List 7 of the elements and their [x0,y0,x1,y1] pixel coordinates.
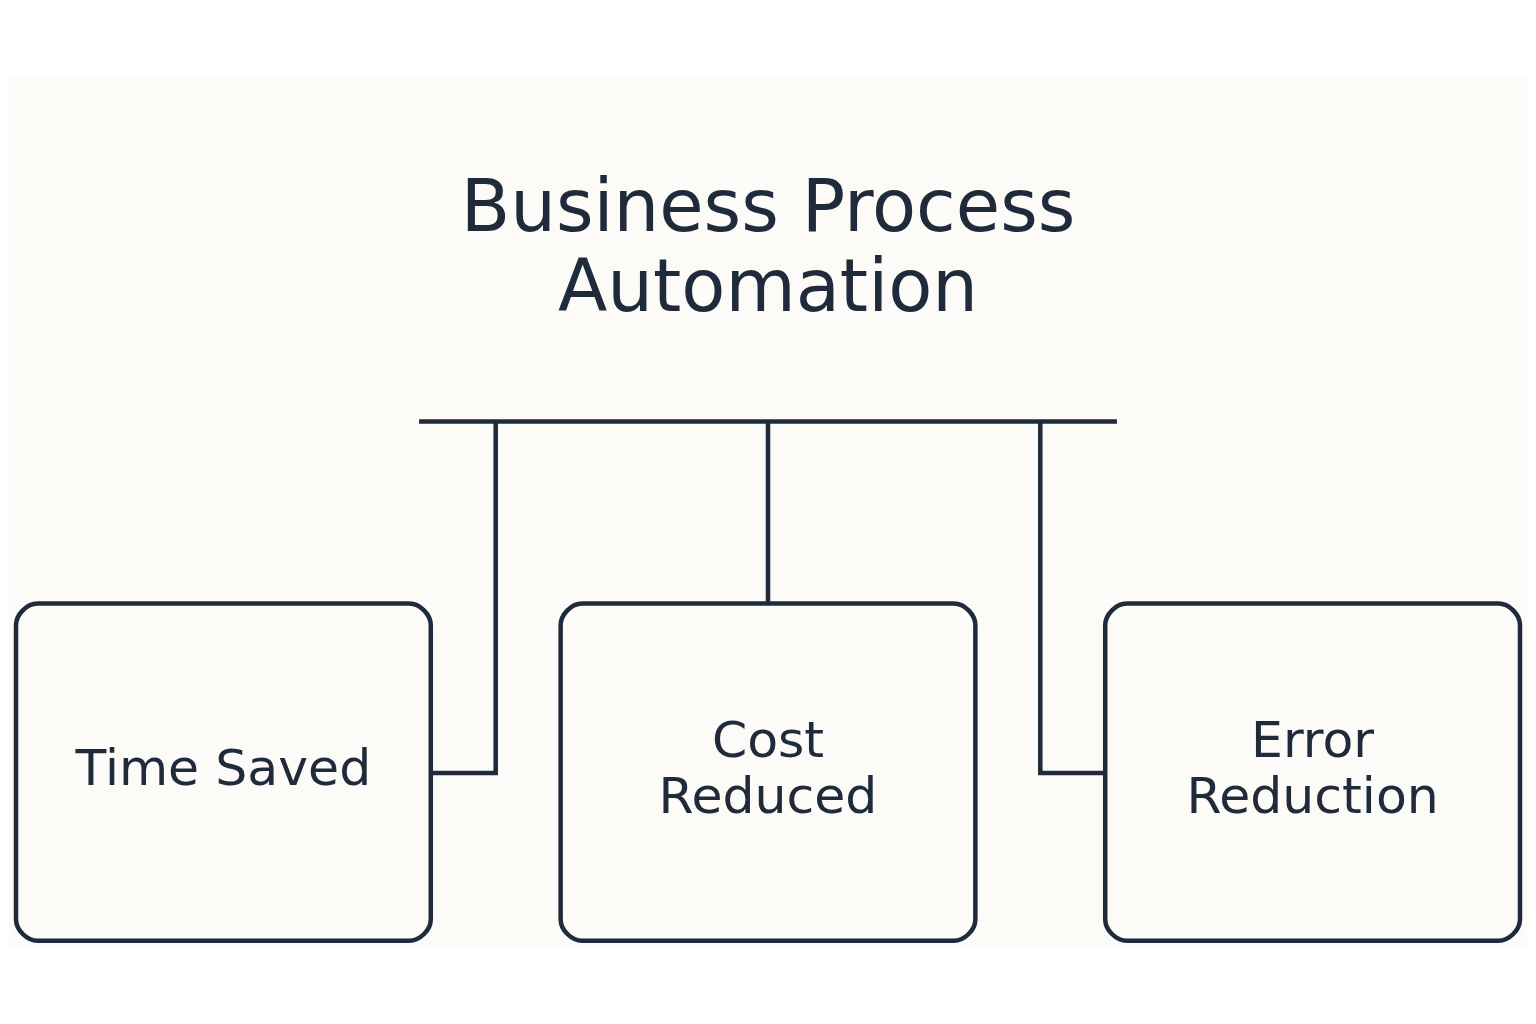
node-box: Time Saved [13,600,434,943]
connector [431,421,498,775]
connector [1038,421,1105,775]
node-box: Cost Reduced [558,600,978,943]
connector [765,420,771,603]
node-text: Business Process Automation [460,163,1076,328]
node-box: Error Reduction [1102,600,1523,943]
